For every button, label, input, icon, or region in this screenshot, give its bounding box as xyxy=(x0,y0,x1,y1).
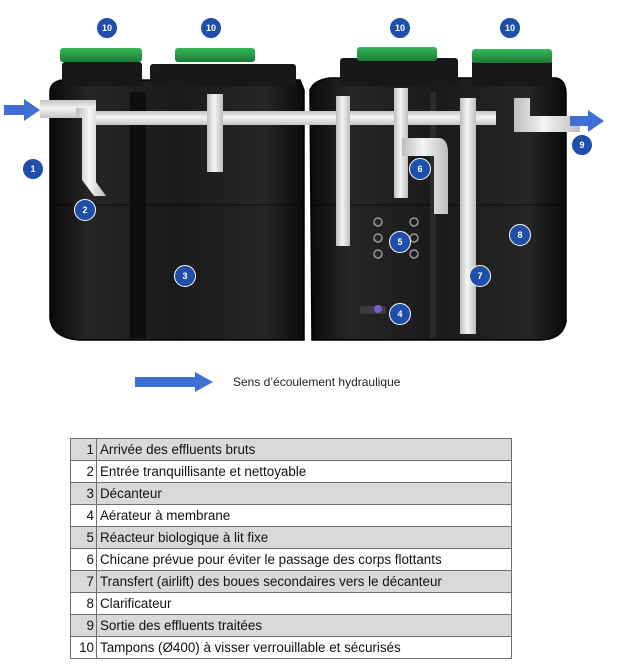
marker-circle xyxy=(509,224,531,246)
calming-inlet-pipe xyxy=(76,108,106,196)
row-number: 6 xyxy=(70,548,97,571)
marker-circle xyxy=(469,265,491,287)
marker-circle xyxy=(174,265,196,287)
marker-inlet: 1 xyxy=(22,158,44,180)
marker-outlet: 9 xyxy=(571,134,593,156)
marker-lid-4: 10 xyxy=(499,17,521,39)
lid-2-shape xyxy=(175,48,255,62)
airlift-pipe xyxy=(460,98,476,334)
row-number: 10 xyxy=(70,636,97,659)
marker-label: 10 xyxy=(102,23,112,33)
baffle-pipe xyxy=(402,138,448,214)
marker-circle xyxy=(409,158,431,180)
marker-baffle: 6 xyxy=(409,158,431,180)
settler-pipe xyxy=(207,94,223,172)
flow-legend-label: Sens d’écoulement hydraulique xyxy=(233,375,401,389)
marker-label: 8 xyxy=(517,230,522,240)
lids xyxy=(60,47,552,63)
row-description: Décanteur xyxy=(96,482,512,505)
reactor-pipe-center xyxy=(394,88,408,198)
row-number: 8 xyxy=(70,592,97,615)
pipes xyxy=(40,88,580,334)
row-description: Sortie des effluents traitées xyxy=(96,614,512,637)
neck-2 xyxy=(150,64,296,86)
inlet-arrow xyxy=(4,99,40,121)
lid-1-shape xyxy=(60,48,142,62)
marker-lid-2: 10 xyxy=(200,17,222,39)
marker-circle xyxy=(22,158,44,180)
marker-label: 4 xyxy=(397,309,402,319)
row-number: 5 xyxy=(70,526,97,549)
row-description: Chicane prévue pour éviter le passage de… xyxy=(96,548,512,571)
marker-label: 9 xyxy=(579,140,584,150)
marker-lid-3: 10 xyxy=(389,17,411,39)
tank-left xyxy=(49,62,305,341)
internal-wall-right xyxy=(430,92,436,338)
marker-label: 6 xyxy=(417,164,422,174)
treatment-plant-diagram: 10 10 10 10 1 2 3 4 5 6 7 8 9 xyxy=(4,17,604,341)
reactor-pipe-left xyxy=(336,96,350,246)
marker-clarifier: 8 xyxy=(509,224,531,246)
row-description: Aérateur à membrane xyxy=(96,504,512,527)
marker-label: 7 xyxy=(477,271,482,281)
marker-circle xyxy=(389,231,411,253)
marker-label: 3 xyxy=(182,271,187,281)
marker-circle xyxy=(389,303,411,325)
row-description: Arrivée des effluents bruts xyxy=(96,438,512,461)
marker-lid-1: 10 xyxy=(96,17,118,39)
outlet-pipe xyxy=(514,98,580,132)
lid-4-shape xyxy=(472,49,552,63)
row-description: Entrée tranquillisante et nettoyable xyxy=(96,460,512,483)
row-number: 2 xyxy=(70,460,97,483)
marker-circle xyxy=(499,17,521,39)
marker-circle xyxy=(74,199,96,221)
row-description: Réacteur biologique à lit fixe xyxy=(96,526,512,549)
marker-circle xyxy=(200,17,222,39)
marker-label: 10 xyxy=(395,23,405,33)
marker-airlift: 7 xyxy=(469,265,491,287)
lid-3-shape xyxy=(357,47,437,61)
marker-circle xyxy=(389,17,411,39)
row-description: Clarificateur xyxy=(96,592,512,615)
row-number: 4 xyxy=(70,504,97,527)
neck-1 xyxy=(62,62,142,86)
marker-label: 1 xyxy=(30,164,35,174)
marker-settler: 3 xyxy=(174,265,196,287)
outlet-arrow xyxy=(570,110,604,132)
flow-arrow-icon xyxy=(135,372,213,392)
neck-4 xyxy=(472,60,552,86)
transfer-pipe xyxy=(96,111,496,125)
reactor-media xyxy=(360,217,419,314)
row-number: 3 xyxy=(70,482,97,505)
diagram-markers: 10 10 10 10 1 2 3 4 5 6 7 8 9 xyxy=(22,17,593,325)
row-description: Transfert (airlift) des boues secondaire… xyxy=(96,570,512,593)
marker-label: 2 xyxy=(82,205,87,215)
marker-circle xyxy=(571,134,593,156)
marker-circle xyxy=(96,17,118,39)
neck-3 xyxy=(340,58,458,86)
marker-label: 10 xyxy=(206,23,216,33)
row-number: 9 xyxy=(70,614,97,637)
row-number: 7 xyxy=(70,570,97,593)
marker-label: 10 xyxy=(505,23,515,33)
flow-legend: Sens d’écoulement hydraulique xyxy=(135,370,400,394)
row-description: Tampons (Ø400) à visser verrouillable et… xyxy=(96,636,512,659)
marker-reactor: 5 xyxy=(389,231,411,253)
marker-calming-inlet: 2 xyxy=(74,199,96,221)
internal-wall-left xyxy=(130,92,146,338)
marker-aerator: 4 xyxy=(389,303,411,325)
row-number: 1 xyxy=(70,438,97,461)
marker-label: 5 xyxy=(397,237,402,247)
